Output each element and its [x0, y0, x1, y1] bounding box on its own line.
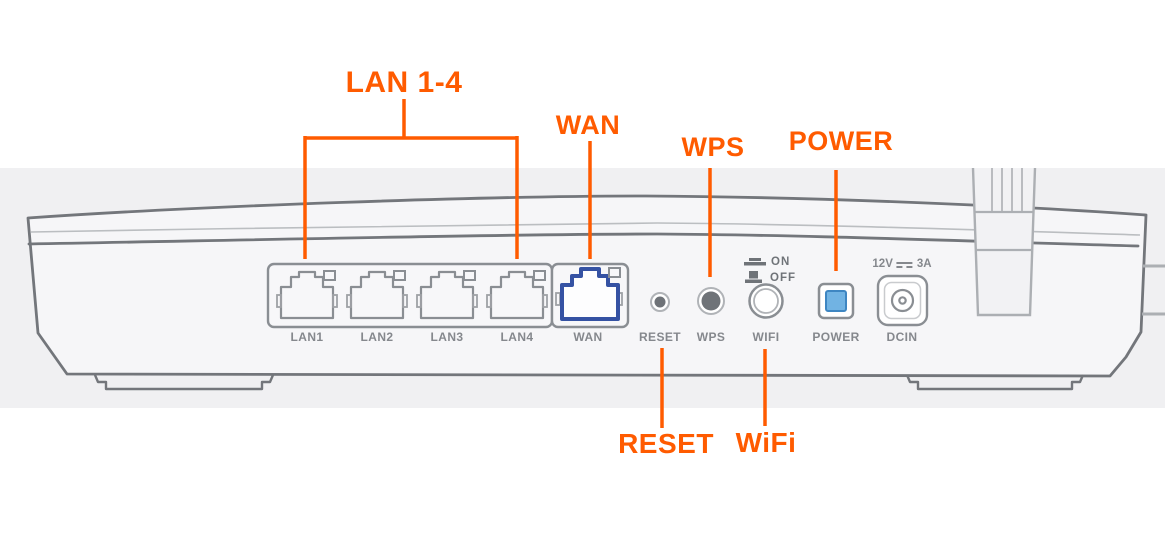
lan2-led [393, 270, 406, 281]
wps-callout-label: WPS [681, 132, 745, 162]
switch-off-label: OFF [770, 272, 796, 284]
reset-button [650, 292, 670, 312]
wifi-callout-label: WiFi [735, 427, 797, 458]
lan4-port [486, 270, 548, 320]
switch-on-label: ON [771, 256, 791, 268]
wifi-button-label: WIFI [752, 330, 780, 344]
power-button-label: POWER [812, 330, 860, 344]
right-foot [905, 374, 1085, 391]
power-rating: 12V 3A [872, 258, 932, 271]
dcin-jack [876, 274, 929, 327]
lan1-port-label: LAN1 [290, 330, 324, 344]
lan1-led [323, 270, 336, 281]
power-callout-label: POWER [788, 126, 894, 156]
router-feet [93, 374, 1085, 391]
switch-off-icon [745, 271, 762, 283]
current-label: 3A [916, 258, 932, 270]
switch-on-icon [744, 258, 766, 266]
wan-port-label: WAN [573, 330, 603, 344]
reset-callout-label: RESET [618, 428, 714, 459]
left-foot [93, 374, 275, 391]
dcin-jack-label: DCIN [886, 330, 918, 344]
power-button [817, 282, 855, 320]
wps-button [697, 287, 725, 315]
wifi-button [748, 283, 784, 319]
wps-button-label: WPS [696, 330, 726, 344]
voltage-label: 12V [872, 258, 893, 270]
antenna [971, 167, 1037, 317]
lan4-port-label: LAN4 [500, 330, 534, 344]
lan3-port [416, 270, 478, 320]
dc-symbol-icon [896, 261, 913, 268]
lan-callout-label: LAN 1-4 [345, 66, 463, 99]
lan1-port [276, 270, 338, 320]
wan-led [608, 267, 621, 278]
lan4-led [533, 270, 546, 281]
wan-callout-label: WAN [555, 110, 621, 140]
side-antenna-lines [1142, 264, 1165, 316]
lan3-port-label: LAN3 [430, 330, 464, 344]
lan3-led [463, 270, 476, 281]
lan2-port-label: LAN2 [360, 330, 394, 344]
lan2-port [346, 270, 408, 320]
lan-callout-line [303, 99, 519, 259]
reset-button-label: RESET [638, 330, 682, 344]
wan-port [555, 267, 623, 321]
